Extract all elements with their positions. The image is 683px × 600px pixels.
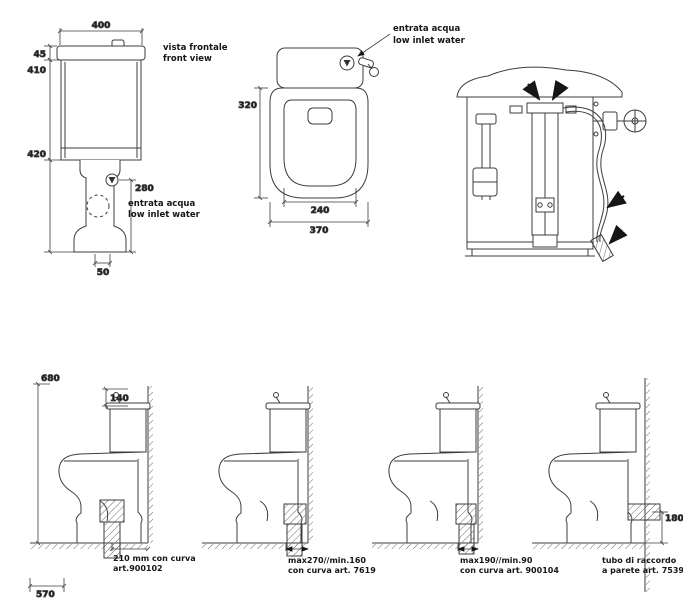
- top-view: entrata acqua low inlet water 320 240 37…: [238, 24, 466, 236]
- leader-arrow-icon: [551, 79, 569, 101]
- install-2-caption-2: con curva art. 7619: [288, 566, 376, 575]
- dim-370: 370: [267, 202, 371, 236]
- dim-45-label: 45: [33, 50, 46, 60]
- mechanism-view: [456, 66, 647, 263]
- dim-320: 320: [238, 85, 268, 201]
- trap-hole-dashed: [86, 194, 110, 218]
- bowl-outline: [269, 87, 369, 199]
- wall-hatch: [479, 386, 483, 543]
- dim-180: 180: [645, 509, 683, 546]
- front-view-title-2: front view: [163, 54, 212, 64]
- install-3-caption-2: con curva art. 900104: [460, 566, 559, 575]
- flush-lever-icon: [358, 57, 379, 77]
- outlet-pipe-hatched: [590, 233, 614, 263]
- leader-arrow-icon: [606, 190, 627, 209]
- dim-400: 400: [57, 21, 145, 45]
- install-4-caption-1: tubo di raccordo: [602, 556, 677, 565]
- dim-680-label: 680: [41, 374, 60, 384]
- install-4-caption-2: a parete art. 7539: [602, 566, 683, 575]
- cistern-lid: [56, 45, 146, 61]
- front-view-title-1: vista frontale: [163, 43, 228, 53]
- dim-left-heights: 45 410 420: [27, 43, 74, 255]
- flex-hose: [562, 106, 609, 243]
- dim-drain-offset: [285, 543, 309, 552]
- dim-570-label: 570: [36, 590, 55, 600]
- dim-240: 240: [281, 188, 359, 216]
- fill-valve: [472, 113, 498, 200]
- toilet-profile: [548, 392, 641, 544]
- cistern-top: [276, 47, 379, 89]
- dim-140: 140: [102, 386, 129, 409]
- leader-arrow-icon: [522, 80, 541, 101]
- leader-arrow-icon: [357, 33, 391, 57]
- floor-hatch: [202, 544, 308, 549]
- dim-680: 680: [33, 374, 60, 546]
- wall-hatch: [646, 378, 650, 592]
- cistern-body: [60, 59, 142, 161]
- installation-diagram-4: 180 tubo di raccordo a parete art. 7539: [532, 378, 683, 592]
- dim-570: 570: [27, 578, 67, 600]
- dim-drain-offset: [109, 543, 151, 552]
- installation-diagram-3: max190//min.90 con curva art. 900104: [372, 386, 559, 575]
- dim-140-label: 140: [110, 394, 129, 404]
- front-inlet-label-2: low inlet water: [128, 210, 201, 220]
- top-inlet-label-1: entrata acqua: [393, 24, 460, 34]
- dim-240-label: 240: [311, 206, 330, 216]
- dim-410-label: 410: [27, 66, 46, 76]
- dim-400-label: 400: [92, 21, 111, 31]
- installation-diagram-1: 680 140 570 210 mm con curva art.900102: [27, 374, 196, 600]
- dim-420-label: 420: [27, 150, 46, 160]
- handwheel-icon: [623, 109, 647, 133]
- dim-50-label: 50: [97, 268, 110, 278]
- installation-diagram-2: max270//min.160 con curva art. 7619: [202, 386, 376, 575]
- cistern-lid-curved: [456, 66, 623, 98]
- floor-hatch: [30, 544, 148, 549]
- drain-assembly: [455, 503, 477, 555]
- dim-370-label: 370: [310, 226, 329, 236]
- dim-320-label: 320: [238, 101, 257, 111]
- flush-opening: [307, 107, 333, 125]
- cistern-front: [56, 39, 146, 161]
- install-3-caption-1: max190//min.90: [460, 556, 533, 565]
- pedestal-front: [73, 160, 127, 253]
- dim-drain-offset: [457, 543, 479, 552]
- front-view: 400 45 410 420 280 50 vista frontale: [27, 21, 228, 279]
- supply-line: [562, 106, 647, 243]
- seat-outline: [283, 99, 357, 187]
- dim-280-label: 280: [135, 184, 154, 194]
- dim-280: 280: [119, 177, 154, 255]
- front-inlet-label-1: entrata acqua: [128, 199, 195, 209]
- top-inlet-label-2: low inlet water: [393, 36, 466, 46]
- install-2-caption-1: max270//min.160: [288, 556, 366, 565]
- floor-hatch: [532, 544, 645, 549]
- dim-180-label: 180: [665, 514, 683, 524]
- wall-hatch: [149, 386, 153, 543]
- leader-arrow-icon: [608, 224, 628, 245]
- outlet-flange: [532, 234, 558, 248]
- install-1-caption-2: art.900102: [113, 564, 163, 573]
- floor-hatch: [372, 544, 478, 549]
- wall-hatch: [309, 386, 313, 543]
- install-1-caption-1: 210 mm con curva: [113, 554, 196, 563]
- dim-50: 50: [92, 254, 113, 278]
- bowl-top: [269, 87, 369, 199]
